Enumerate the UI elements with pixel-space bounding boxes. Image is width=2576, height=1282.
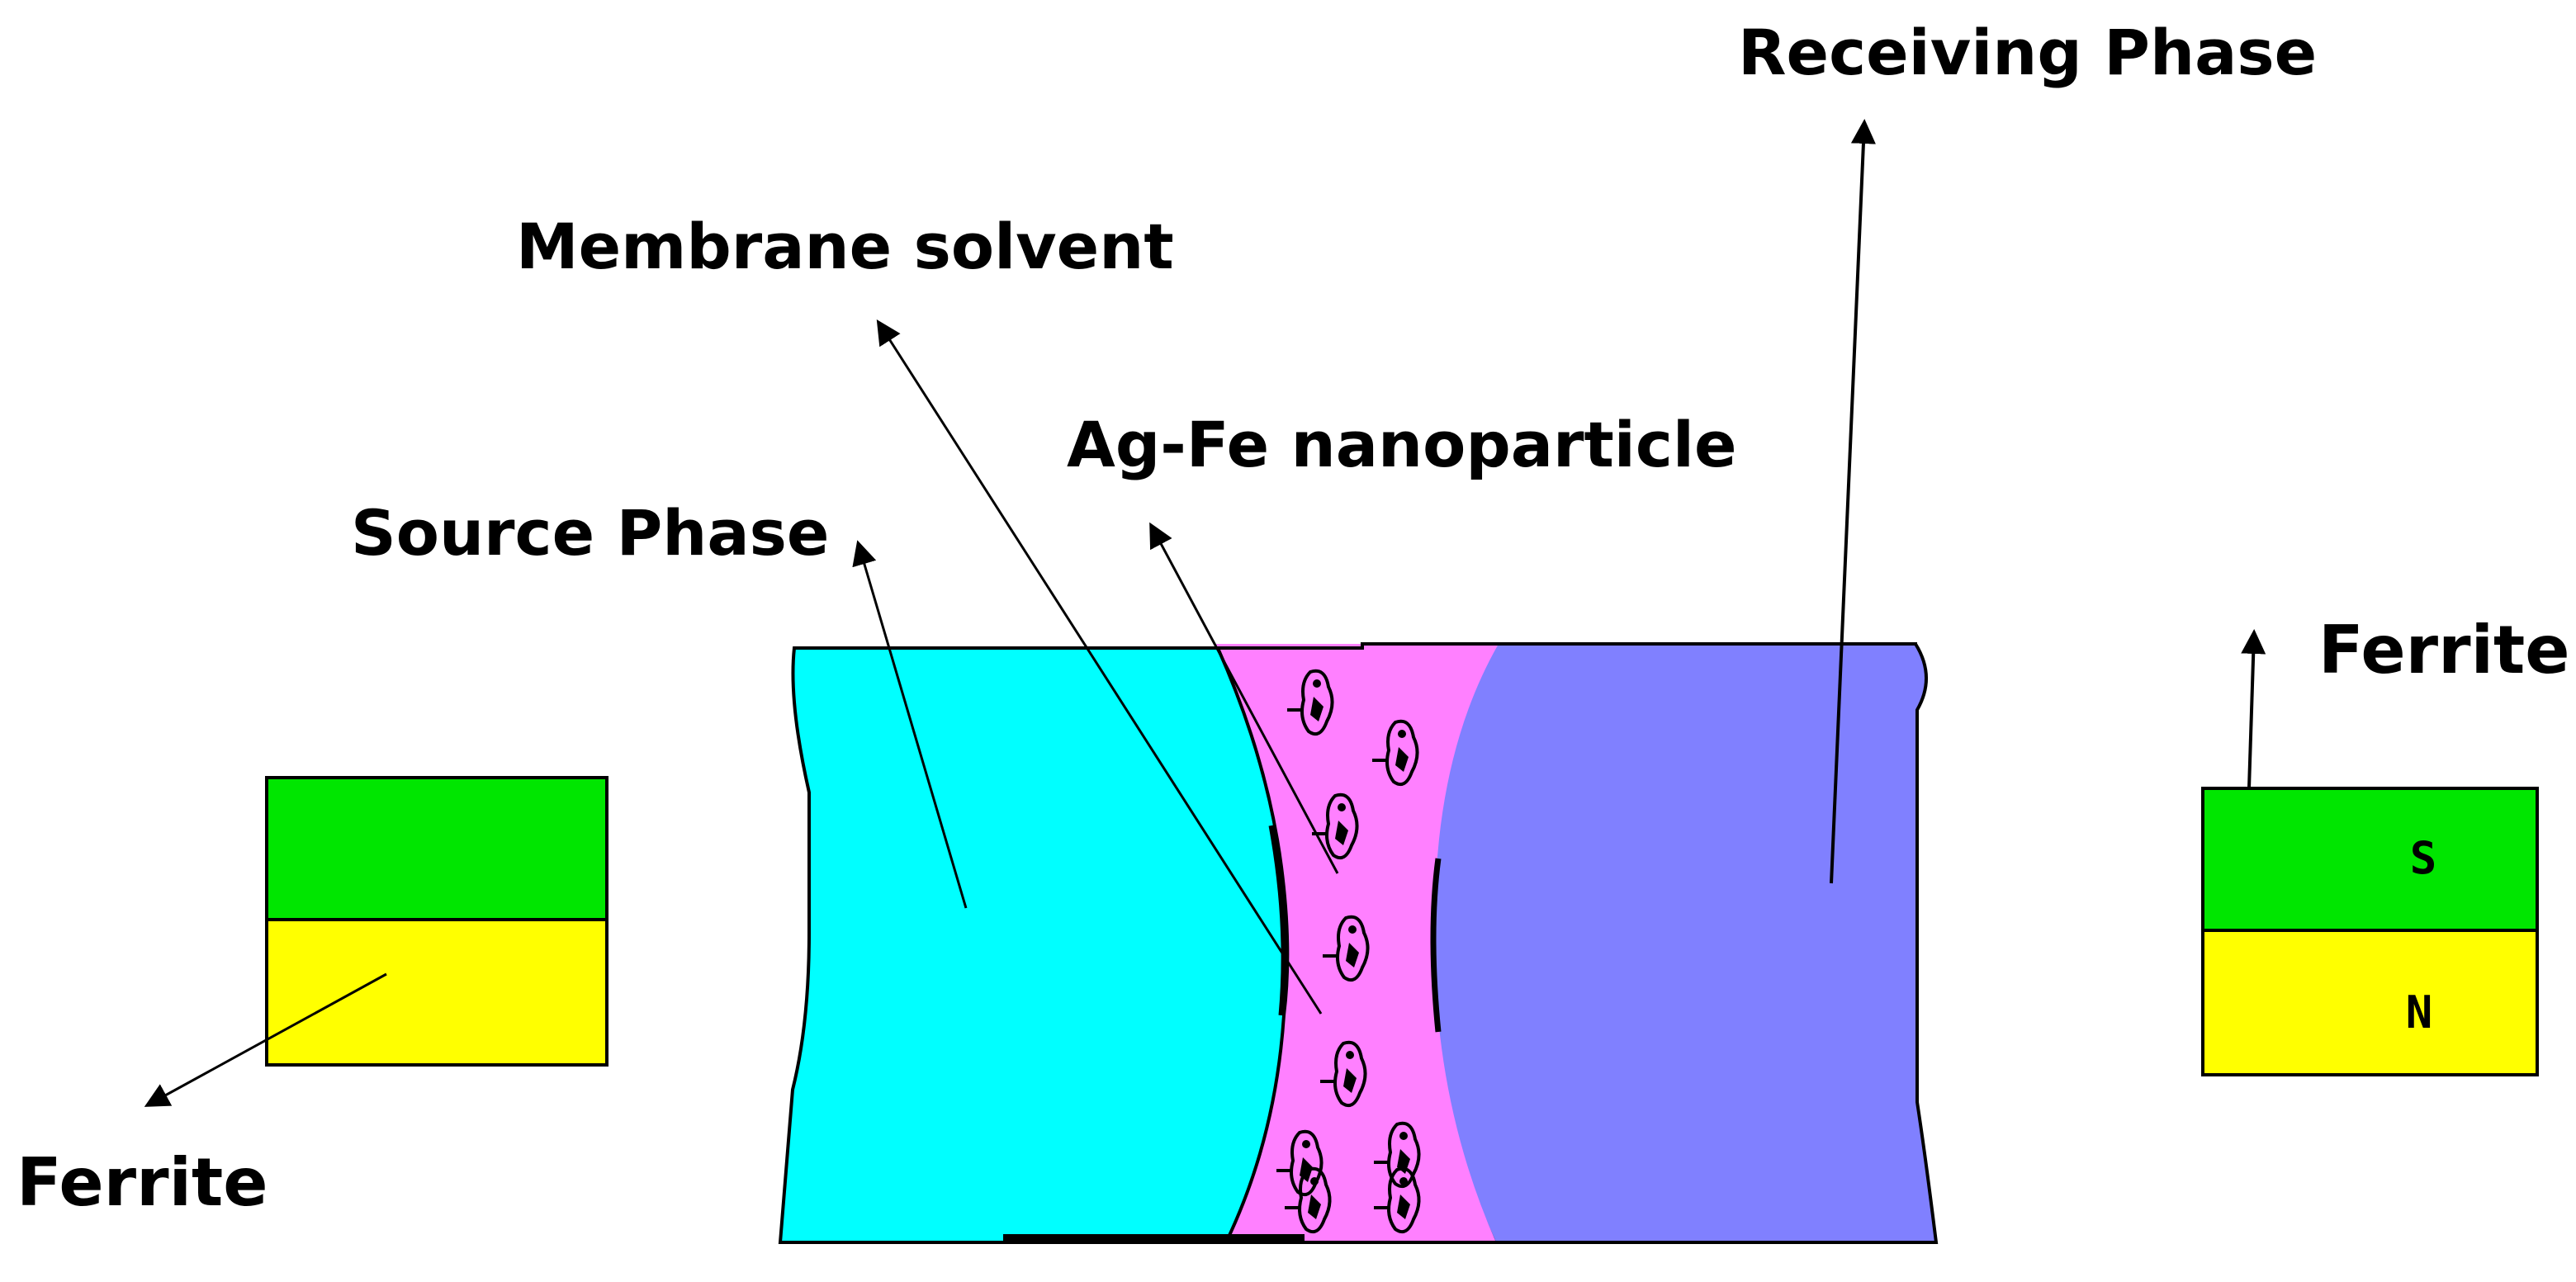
- receiving-phase-label: Receiving Phase: [1738, 16, 2317, 89]
- ferrite-right-label: Ferrite: [2318, 612, 2570, 688]
- source-phase-region: [778, 646, 1290, 1244]
- ferrite-left-label: Ferrite: [17, 1144, 268, 1221]
- membrane-receiving-interface: [1430, 858, 1442, 1033]
- nanoparticle-arrow-icon: [1149, 522, 1339, 874]
- nanoparticle-icon: [1372, 719, 1419, 786]
- nanoparticle-icon: [1312, 792, 1359, 859]
- source-phase-arrow-icon: [852, 540, 968, 909]
- nanoparticle-icon: [1287, 669, 1334, 736]
- source-phase-label: Source Phase: [351, 496, 829, 570]
- source-membrane-interface: [1268, 825, 1287, 1016]
- pole-n-label: N: [2406, 986, 2433, 1038]
- tube-outline: [794, 642, 1917, 650]
- right-magnet-yellow: [2201, 929, 2539, 1076]
- right-ferrite-arrow-icon: [2241, 629, 2266, 789]
- left-magnet-green: [265, 776, 608, 921]
- left-magnet-yellow: [265, 918, 608, 1067]
- left-ferrite-arrow-icon: [144, 972, 387, 1107]
- nanoparticle-icon: [1374, 1166, 1421, 1233]
- receiving-phase-arrow-icon: [1830, 119, 1876, 884]
- ag-fe-nanoparticle-label: Ag-Fe nanoparticle: [1067, 408, 1737, 481]
- nanoparticle-group: [1276, 669, 1421, 1233]
- membrane-solvent-arrow-icon: [876, 319, 1323, 1015]
- right-magnet-green: [2201, 787, 2539, 932]
- nanoparticle-icon: [1320, 1040, 1367, 1107]
- pole-s-label: S: [2410, 832, 2437, 884]
- nanoparticle-icon: [1285, 1166, 1332, 1233]
- membrane-region: [1214, 644, 1499, 1242]
- nanoparticle-icon: [1323, 915, 1370, 982]
- membrane-solvent-label: Membrane solvent: [516, 210, 1174, 283]
